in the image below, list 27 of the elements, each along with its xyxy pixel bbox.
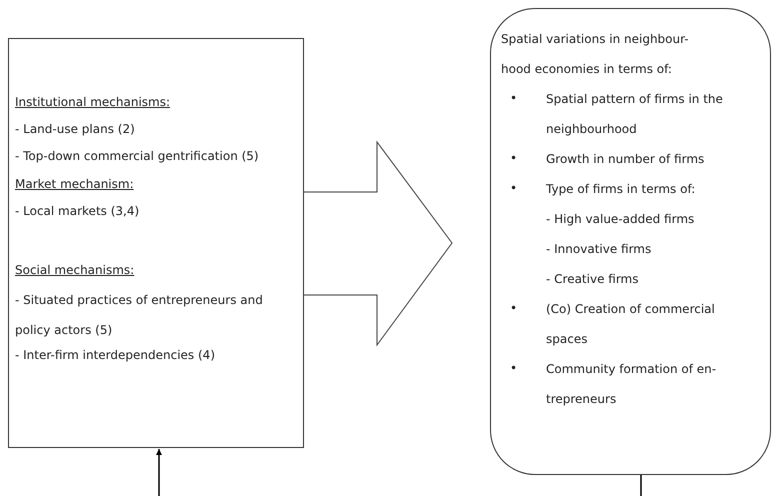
list-item: - Inter-firm interdependencies (4) xyxy=(15,347,216,364)
list-item: - Land-use plans (2) xyxy=(15,121,136,138)
section-heading: Social mechanisms: xyxy=(15,262,136,279)
section-heading: Institutional mechanisms: xyxy=(15,94,172,111)
list-item: - High value-added firms xyxy=(546,211,696,228)
bullet-item: Community formation of en- trepreneurs xyxy=(546,361,718,408)
list-item: - Situated practices of entrepreneurs and policy actors (5) xyxy=(15,292,264,339)
arrow xyxy=(156,449,162,496)
list-item: - Innovative firms xyxy=(546,241,652,258)
connector-line xyxy=(640,475,642,496)
block-arrow xyxy=(302,140,453,347)
bullet-item: Type of firms in terms of: xyxy=(546,181,696,198)
bullet-mark: • xyxy=(510,150,518,167)
list-item: - Top-down commercial gentrification (5) xyxy=(15,148,260,165)
list-item: - Local markets (3,4) xyxy=(15,203,140,220)
bullet-mark: • xyxy=(510,180,518,197)
bullet-item: Spatial pattern of firms in the neighbourhood xyxy=(546,91,724,138)
mechanisms-box xyxy=(8,38,304,448)
bullet-mark: • xyxy=(510,300,518,317)
bullet-item: (Co) Creation of commercial spaces xyxy=(546,301,716,348)
bullet-mark: • xyxy=(510,90,518,107)
list-item: - Creative firms xyxy=(546,271,640,288)
bullet-mark: • xyxy=(510,360,518,377)
outcomes-box xyxy=(490,8,771,475)
heading-text: Spatial variations in neighbour- hood economies in terms of: xyxy=(501,31,690,78)
section-heading: Market mechanism: xyxy=(15,176,135,193)
bullet-item: Growth in number of firms xyxy=(546,151,706,168)
